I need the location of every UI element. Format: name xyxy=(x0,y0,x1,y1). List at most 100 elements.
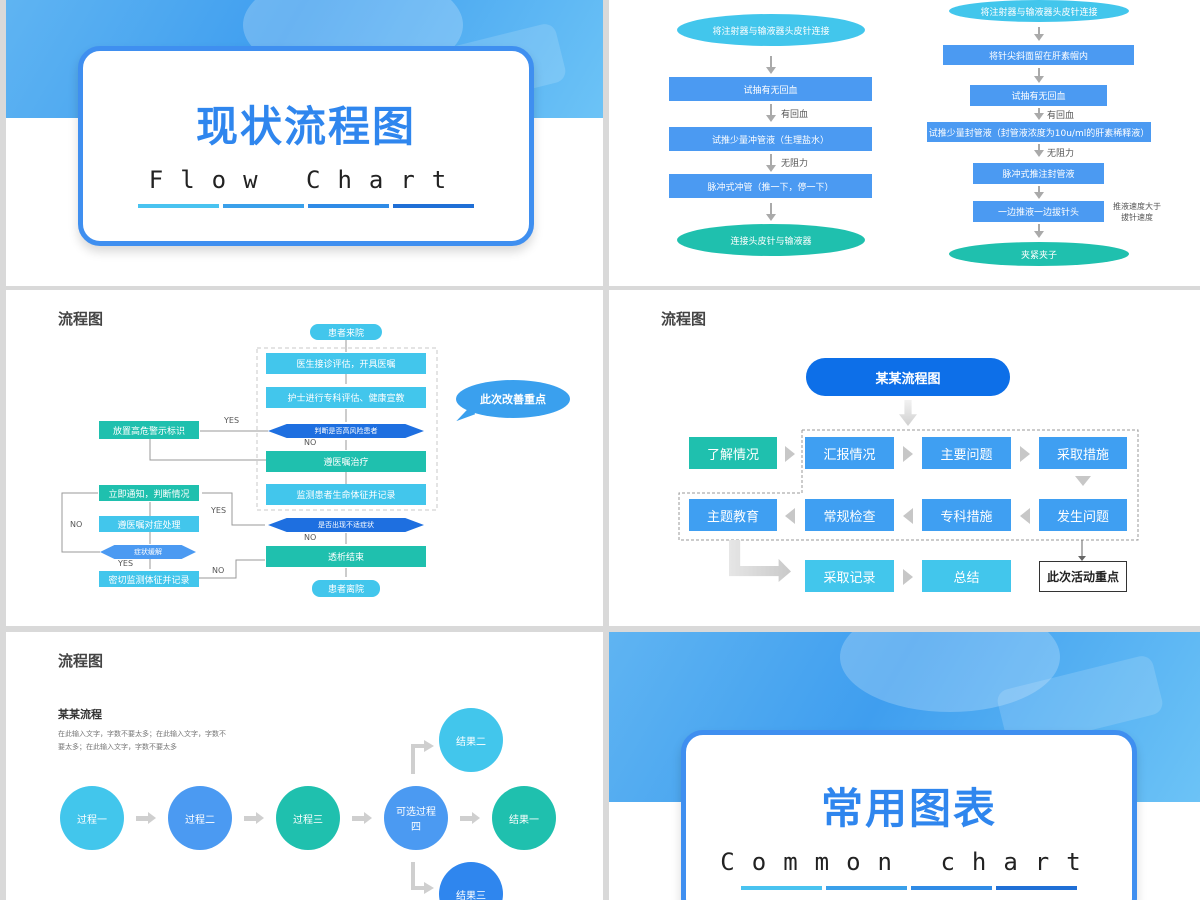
dialysis-end-step: 透析结束 xyxy=(266,546,426,567)
process-step-1: 过程一 xyxy=(60,786,124,850)
arrow xyxy=(1034,144,1044,157)
cover-subtitle: Common chart xyxy=(720,848,1098,876)
flow-header: 某某流程图 xyxy=(806,358,1010,396)
arrow-head xyxy=(256,812,264,824)
right-note-1: 有回血 xyxy=(1047,111,1075,121)
left-step-3: 脉冲式冲管（推一下，停一下） xyxy=(669,174,872,198)
slide-cover-common-chart[interactable]: 常用图表 Common chart xyxy=(609,632,1200,900)
chevron-right xyxy=(785,446,795,462)
decision-discomfort: 是否出现不适症状 xyxy=(268,518,424,532)
dashed-region xyxy=(678,429,1139,561)
nurse-assess-step: 护士进行专科评估、健康宣教 xyxy=(266,387,426,408)
arrow xyxy=(1034,68,1044,83)
right-start-node: 将注射器与输液器头皮针连接 xyxy=(949,0,1129,22)
warning-sign-step: 放置高危警示标识 xyxy=(99,421,199,439)
row1-box-1: 了解情况 xyxy=(689,437,777,469)
left-step-2: 试推少量冲管液（生理盐水） xyxy=(669,127,872,151)
left-start-node: 将注射器与输液器头皮针连接 xyxy=(677,14,865,46)
cover-title: 常用图表 xyxy=(820,784,997,833)
arrow xyxy=(1034,108,1044,120)
chevron-left xyxy=(903,508,913,524)
slide-title: 流程图 xyxy=(661,310,707,328)
patient-admit-node: 患者来院 xyxy=(310,324,382,340)
monitor-vitals-step: 监测患者生命体征并记录 xyxy=(266,484,426,505)
close-monitor-step: 密切监测体征并记录 xyxy=(99,571,199,587)
chevron-left xyxy=(1020,508,1030,524)
right-end-node: 夹紧夹子 xyxy=(949,242,1129,266)
arrow xyxy=(766,56,776,74)
label-no: NO xyxy=(304,438,317,447)
chevron-right xyxy=(1020,446,1030,462)
doctor-assess-step: 医生接诊评估，开具医嘱 xyxy=(266,353,426,374)
row3-box-1: 采取记录 xyxy=(805,560,894,592)
follow-orders-step: 遵医嘱治疗 xyxy=(266,451,426,472)
left-note-2: 无阻力 xyxy=(781,159,809,169)
right-step-5: 一边推液一边拔针头 xyxy=(973,201,1104,222)
section-subtitle: 某某流程 xyxy=(58,708,102,721)
process-step-2: 过程二 xyxy=(168,786,232,850)
patient-discharge-node: 患者离院 xyxy=(312,580,380,597)
cover-card: 现状流程图 Flow Chart xyxy=(78,46,534,246)
branch-arrows xyxy=(411,740,434,894)
row2-box-1: 主题教育 xyxy=(689,499,777,531)
arrow xyxy=(1034,224,1044,238)
focus-bubble: 此次改善重点 xyxy=(456,380,570,418)
right-step-4: 脉冲式推注封管液 xyxy=(973,163,1104,184)
arrow-head xyxy=(148,812,156,824)
decision-relief: 症状缓解 xyxy=(100,545,196,559)
right-step-2: 试抽有无回血 xyxy=(970,85,1107,106)
slide-generic-flow[interactable]: 流程图 某某流程图 了解情况 汇报情况 主要问题 采取措施 主题教育 常规检查 … xyxy=(609,290,1200,626)
cover-card: 常用图表 Common chart xyxy=(681,730,1137,900)
chevron-right xyxy=(903,569,913,585)
row1-box-3: 主要问题 xyxy=(922,437,1011,469)
result-2: 结果二 xyxy=(439,708,503,772)
decision-high-risk: 判断是否高风险患者 xyxy=(268,424,424,438)
right-side-note: 推液速度大于 拔针速度 xyxy=(1113,202,1161,222)
arrow xyxy=(352,816,364,821)
arrow xyxy=(1034,186,1044,199)
right-note-2: 无阻力 xyxy=(1047,149,1075,159)
row1-box-2: 汇报情况 xyxy=(805,437,894,469)
slide-process-circles[interactable]: 流程图 某某流程 在此输入文字，字数不要太多；在此输入文字，字数不要太多；在此输… xyxy=(6,632,603,900)
row3-box-2: 总结 xyxy=(922,560,1011,592)
label-no: NO xyxy=(212,566,225,575)
section-description: 在此输入文字，字数不要太多；在此输入文字，字数不要太多；在此输入文字，字数不要太… xyxy=(58,730,226,751)
slide-flush-seal-flow[interactable]: 将注射器与输液器头皮针连接 试抽有无回血 有回血 试推少量冲管液（生理盐水） 无… xyxy=(609,0,1200,286)
connector-lines xyxy=(61,339,438,579)
arrow-head xyxy=(472,812,480,824)
arrow xyxy=(1034,27,1044,41)
result-1: 结果一 xyxy=(492,786,556,850)
chevron-right xyxy=(903,446,913,462)
label-yes: YES xyxy=(118,559,134,568)
arrow xyxy=(766,203,776,221)
chevron-down xyxy=(1075,476,1091,486)
left-end-node: 连接头皮针与输液器 xyxy=(677,224,865,256)
arrow xyxy=(460,816,472,821)
slide-cover-flow-chart[interactable]: 现状流程图 Flow Chart xyxy=(6,0,603,286)
process-step-4: 可选过程四 xyxy=(384,786,448,850)
chevron-left xyxy=(785,508,795,524)
color-bar xyxy=(83,204,529,208)
arrow-head xyxy=(364,812,372,824)
row2-box-4: 发生问题 xyxy=(1039,499,1127,531)
right-step-3: 试推少量封管液（封管液浓度为10u/ml的肝素稀释液） xyxy=(927,122,1151,142)
slide-patient-flow[interactable]: 流程图 患者来院 医生接诊评估，开具医嘱 护 xyxy=(6,290,603,626)
cover-title: 现状流程图 xyxy=(195,102,416,151)
cover-subtitle: Flow Chart xyxy=(148,166,464,194)
slide-title: 流程图 xyxy=(58,652,104,670)
label-yes: YES xyxy=(224,416,240,425)
arrow xyxy=(136,816,148,821)
arrow xyxy=(244,816,256,821)
row2-box-2: 常规检查 xyxy=(805,499,894,531)
slide-title: 流程图 xyxy=(58,310,104,328)
symptom-handle-step: 遵医嘱对症处理 xyxy=(99,516,199,532)
arrow xyxy=(766,104,776,122)
label-no: NO xyxy=(70,520,83,529)
row2-box-3: 专科措施 xyxy=(922,499,1011,531)
row1-box-4: 采取措施 xyxy=(1039,437,1127,469)
color-bar xyxy=(686,886,1132,890)
arrow xyxy=(766,154,776,172)
focus-box: 此次活动重点 xyxy=(1039,561,1127,592)
notify-step: 立即通知，判断情况 xyxy=(99,485,199,501)
